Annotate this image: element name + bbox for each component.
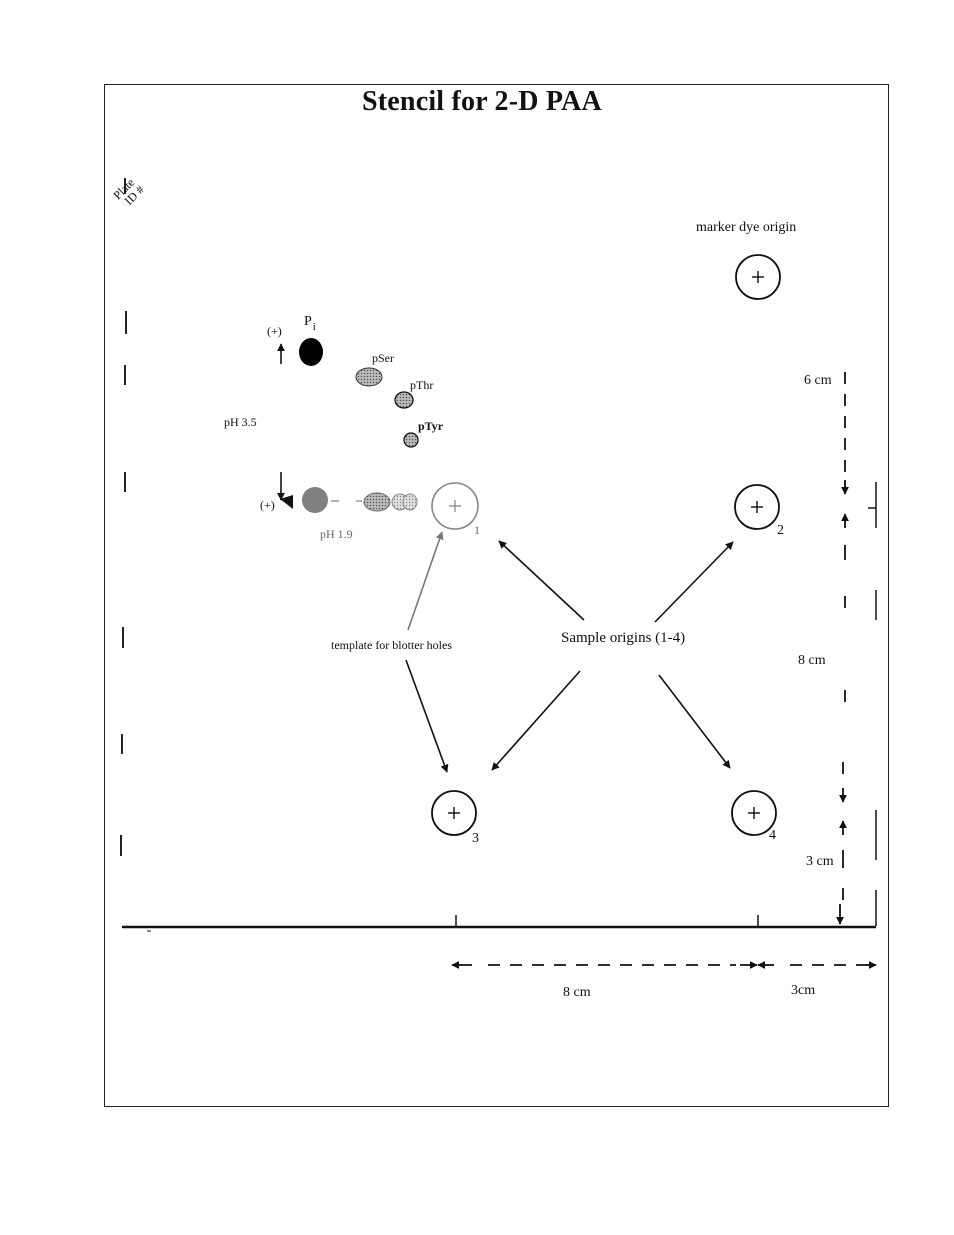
dimension-3cm-horizontal: 3cm	[791, 984, 815, 998]
page-border	[104, 84, 889, 1107]
origin-2-number: 2	[777, 524, 784, 538]
marker-dye-origin-label: marker dye origin	[696, 221, 796, 235]
pthr-label: pThr	[410, 379, 433, 391]
polarity-label-left: (+)	[260, 499, 275, 511]
dimension-3cm-vertical: 3 cm	[806, 855, 834, 869]
origin-4-number: 4	[769, 829, 776, 843]
ph-35-label: pH 3.5	[224, 416, 257, 428]
ptyr-label: pTyr	[418, 420, 443, 432]
dimension-6cm: 6 cm	[804, 374, 832, 388]
sample-origins-label: Sample origins (1-4)	[561, 631, 685, 646]
pi-label-main: P	[304, 314, 312, 329]
dimension-8cm-horizontal: 8 cm	[563, 986, 591, 1000]
origin-3-number: 3	[472, 832, 479, 846]
pi-label: Pi	[304, 315, 315, 329]
dimension-8cm-vertical: 8 cm	[798, 654, 826, 668]
polarity-label-top: (+)	[267, 325, 282, 337]
origin-1-number: 1	[474, 524, 480, 536]
ph-19-label: pH 1.9	[320, 528, 353, 540]
page-title: Stencil for 2-D PAA	[362, 86, 602, 118]
pi-label-sub: i	[313, 321, 316, 333]
template-label: template for blotter holes	[331, 639, 452, 651]
pser-label: pSer	[372, 352, 394, 364]
